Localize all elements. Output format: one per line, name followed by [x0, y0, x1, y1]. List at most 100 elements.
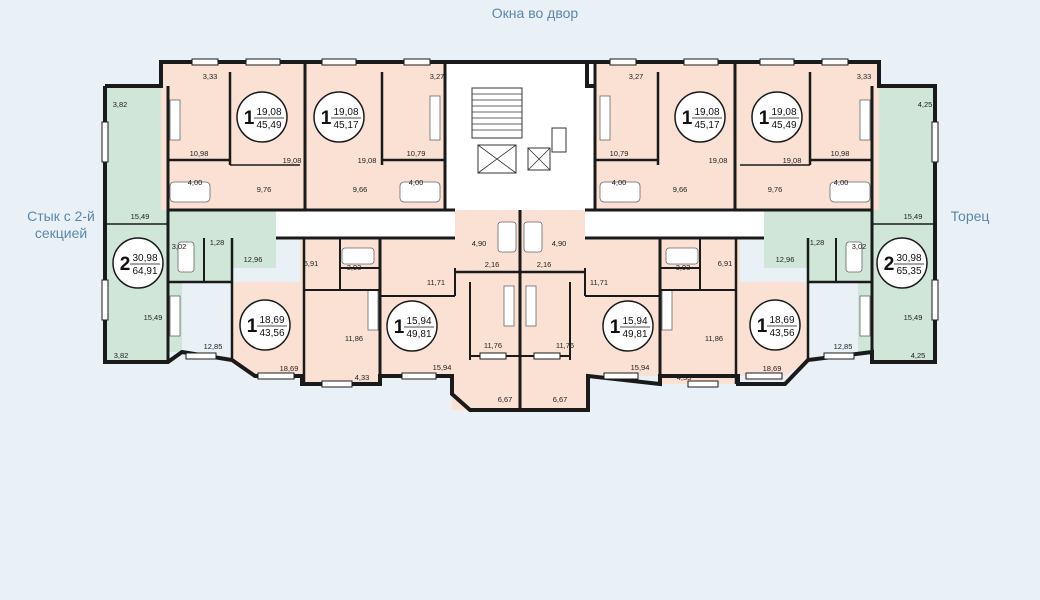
room-area-label: 15,49	[904, 313, 923, 322]
room-area-label: 6,91	[718, 259, 733, 268]
apartment-living-area: 19,08	[771, 107, 796, 118]
apartment-total-area: 43,56	[769, 328, 794, 339]
room-area-label: 11,86	[705, 334, 723, 343]
apartment-living-area: 18,69	[259, 315, 284, 326]
room-area-label: 10,79	[407, 149, 426, 158]
fixtures	[169, 95, 871, 337]
bathtub-a4	[829, 181, 871, 203]
bathtub-a2	[399, 181, 441, 203]
apartment-badge-circle	[386, 300, 438, 352]
window-a1-room	[245, 58, 281, 66]
window-center-left	[479, 352, 507, 360]
room-area-label: 15,94	[433, 363, 452, 372]
room-area-label: 4,00	[188, 178, 203, 187]
room-area-label: 6,91	[304, 259, 319, 268]
room-area-label: 10,98	[190, 149, 209, 158]
apartment-living-area: 19,08	[333, 107, 358, 118]
room-area-label: 12,85	[834, 342, 853, 351]
room-area-label: 2,16	[485, 260, 500, 269]
apartment-living-area: 15,94	[622, 316, 647, 327]
section-joint-label-line1: Стык с 2-й	[27, 208, 95, 224]
room-area-label: 4,25	[918, 100, 933, 109]
window-a4-kitchen	[821, 58, 849, 66]
room-area-label: 11,86	[345, 334, 363, 343]
section-joint-label-line2: секцией	[34, 225, 88, 241]
apartment-badge-circle	[602, 300, 654, 352]
counter-c1	[367, 289, 379, 331]
elevator-small	[527, 147, 551, 171]
room-area-label: 3,33	[857, 72, 872, 81]
apartment-room-count: 1	[247, 316, 258, 337]
apartment-total-area: 49,81	[622, 329, 647, 340]
window-a1-kitchen	[191, 58, 219, 66]
courtyard-windows-label: Окна во двор	[491, 5, 579, 21]
apartment-badge-circle	[313, 91, 365, 143]
bathtub-a3	[599, 181, 641, 203]
common-corridor-fill	[276, 210, 455, 238]
stair-core	[471, 87, 567, 174]
apartment-total-area: 43,56	[259, 328, 284, 339]
room-area-label: 9,76	[257, 185, 272, 194]
room-fills	[105, 62, 935, 410]
room-area-label: 12,85	[204, 342, 223, 351]
window-c2-room	[401, 372, 437, 380]
room-area-label: 11,71	[427, 278, 445, 287]
counter-center-left	[503, 285, 515, 327]
room-area-label: 15,94	[631, 363, 650, 372]
apartment-living-area: 30,98	[132, 253, 157, 264]
room-area-label: 9,76	[768, 185, 783, 194]
room-area-label: 3,27	[629, 72, 644, 81]
elevator-large	[477, 144, 517, 174]
room-area-label: 4,33	[677, 373, 692, 382]
bathtub-a1	[169, 181, 211, 203]
room-area-label: 10,79	[610, 149, 629, 158]
apartment-total-area: 64,91	[132, 266, 157, 277]
window-b1-bottom	[101, 279, 109, 321]
window-b1-top	[101, 121, 109, 163]
counter-a4	[859, 99, 871, 141]
bathtub-center-left	[497, 221, 517, 253]
room-area-label: 3,27	[430, 72, 445, 81]
bathtub-b1	[177, 241, 195, 273]
apartment-badge-circle	[749, 299, 801, 351]
apartment-room-count: 1	[757, 316, 768, 337]
room-area-label: 4,33	[355, 373, 370, 382]
room-area-label: 19,08	[783, 156, 802, 165]
counter-b2	[859, 295, 871, 337]
room-area-label: 18,69	[280, 364, 299, 373]
room-area-label: 15,49	[144, 313, 163, 322]
window-c4-kitchen	[687, 380, 719, 388]
apartment-room-count: 1	[759, 108, 770, 129]
room-area-label: 6,67	[553, 395, 568, 404]
walls	[103, 60, 937, 412]
stair-steps	[472, 93, 522, 131]
section-joint-label: Стык с 2-й секцией	[14, 208, 108, 242]
room-area-label: 4,90	[552, 239, 567, 248]
room-area-label: 9,66	[673, 185, 688, 194]
room-area-label: 3,82	[113, 100, 128, 109]
apartment-badge-circle	[239, 299, 291, 351]
apartment-room-count: 1	[321, 108, 332, 129]
counter-a3	[599, 95, 611, 141]
window-c1-room	[257, 372, 295, 380]
apartment-badge-circle	[876, 237, 928, 289]
room-area-label: 4,00	[409, 178, 424, 187]
apartment-living-area: 30,98	[896, 253, 921, 264]
window-c3-room	[603, 372, 639, 380]
room-area-label: 4,25	[911, 351, 926, 360]
window-a4-room	[759, 58, 795, 66]
room-area-label: 18,69	[763, 364, 782, 373]
window-a3-room	[683, 58, 719, 66]
common-corridor-right-fill	[585, 210, 764, 238]
apartment-total-area: 45,17	[694, 120, 719, 131]
apartment-room-count: 2	[884, 254, 895, 275]
apartment-living-area: 19,08	[256, 107, 281, 118]
two-room-apartment-left-fill	[105, 86, 276, 362]
